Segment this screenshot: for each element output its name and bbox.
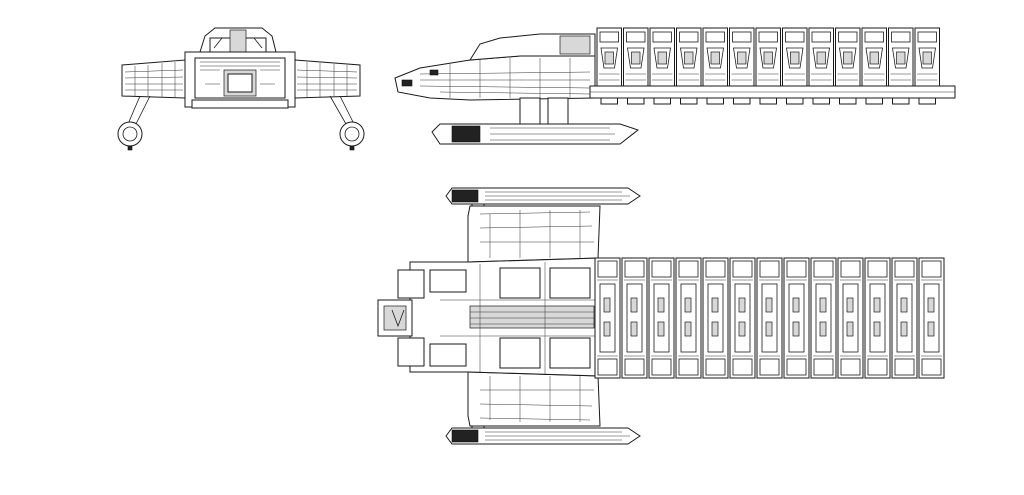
cargo-pod-top: [675, 257, 702, 379]
cargo-pod-side: [623, 27, 649, 105]
cargo-pod-side: [729, 27, 755, 105]
cargo-pod-top: [702, 257, 729, 379]
cargo-pod-side: [702, 27, 728, 105]
cargo-pod-top: [648, 257, 675, 379]
cargo-pod-top: [810, 257, 837, 379]
cargo-pod-side: [888, 27, 914, 105]
cargo-pod-side: [861, 27, 887, 105]
top-view-drawing: [377, 187, 945, 445]
cargo-pod-side: [914, 27, 940, 105]
cargo-pod-side: [755, 27, 781, 105]
cargo-pod-side: [808, 27, 834, 105]
cargo-pod-side: [676, 27, 702, 105]
cargo-pod-side: [835, 27, 861, 105]
cargo-pod-top: [621, 257, 648, 379]
cargo-pod-top: [783, 257, 810, 379]
cargo-pod-top: [837, 257, 864, 379]
front-view-drawing: [117, 27, 365, 151]
side-view-drawing: [394, 27, 956, 145]
cargo-pod-side: [596, 27, 622, 105]
cargo-pod-top: [918, 257, 945, 379]
cargo-pod-side: [782, 27, 808, 105]
cargo-pod-side: [649, 27, 675, 105]
cargo-pod-top: [756, 257, 783, 379]
cargo-pod-top: [594, 257, 621, 379]
cargo-pod-top: [729, 257, 756, 379]
cargo-pod-top: [864, 257, 891, 379]
cargo-pod-top: [891, 257, 918, 379]
